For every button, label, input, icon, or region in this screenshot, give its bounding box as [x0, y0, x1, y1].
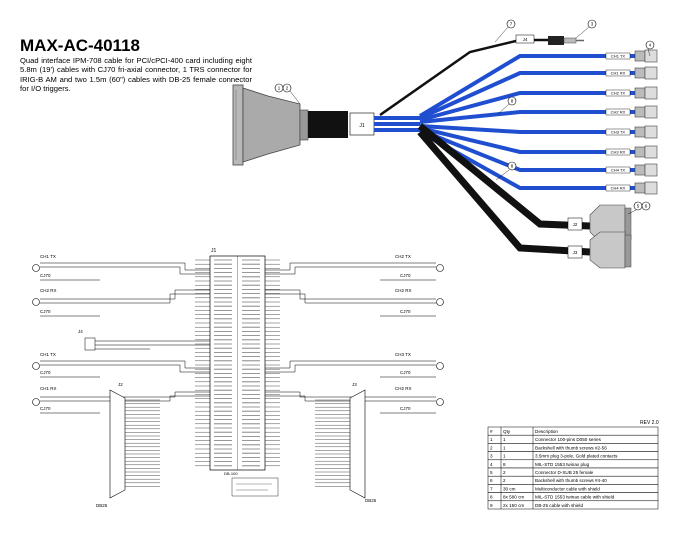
cj70-label: CJ70 — [40, 370, 51, 375]
j2-label: J2 — [118, 382, 123, 387]
bom-cell: 8 — [503, 462, 506, 467]
db25-right-label: DB25 — [365, 498, 377, 503]
channel-label: CH2 RX — [40, 288, 57, 293]
bom-header-cell: Qty — [503, 429, 511, 434]
j1-part: DB-100 — [224, 471, 238, 476]
cj70-label: CJ70 — [40, 406, 51, 411]
balloon-label: 6 — [645, 204, 648, 209]
bom-cell: MIL-STD 1553 twinax cable with shield — [535, 495, 615, 500]
cj70-label: CJ70 — [40, 309, 51, 314]
j3-db25-symbol: J3 DB25 — [315, 382, 377, 503]
bom-header-cell: # — [490, 429, 493, 434]
balloon-label: 5 — [637, 204, 640, 209]
channel-label: CH2 RX — [395, 386, 412, 391]
balloon-label: 7 — [510, 22, 513, 27]
bom-cell: 3.5mm plug 3-pole, Gold plated contacts — [535, 454, 618, 459]
cj70-label: CJ70 — [40, 273, 51, 278]
channel-label: CH1 RX — [40, 386, 57, 391]
bom-cell: 2x 150 cm — [503, 503, 524, 508]
branch-tag: CH3 RX — [611, 150, 626, 155]
j4-label: J4 — [78, 329, 83, 334]
bom-cell: 3 — [490, 454, 493, 459]
cj70-label: CJ70 — [400, 406, 411, 411]
j4-tag-text: J4 — [523, 37, 528, 42]
wiring-schematic: J1 DB-100 CH1 TX CH2 RX CH1 TX CH1 RX CH… — [32, 248, 444, 508]
note-box — [231, 477, 279, 497]
channel-label: CH3 TX — [395, 352, 411, 357]
bom-cell: Multiconductor cable with shield — [535, 486, 600, 491]
bom-cell: 1 — [503, 454, 506, 459]
bom-cell: 5 — [490, 470, 493, 475]
bom-cell: 6 — [490, 478, 493, 483]
bom-cell: 4 — [490, 462, 493, 467]
bom-cell: Backshell with thumb screws #4-40 — [535, 478, 607, 483]
j1-tag-text: J1 — [359, 123, 365, 129]
bom-cell: MIL-STD 1553 twinax plug — [535, 462, 590, 467]
cj70-label: CJ70 — [400, 370, 411, 375]
bom-cell: 2 — [503, 478, 506, 483]
db25-cables — [417, 123, 591, 256]
callout-balloons — [274, 19, 655, 211]
twinax-branches — [418, 54, 635, 190]
branch-tag: CH4 TX — [611, 168, 625, 173]
bom-cell: Connector D-SUB 25 female — [535, 470, 594, 475]
trs-cable — [379, 38, 548, 117]
branch-tag: CH1 TX — [611, 54, 625, 59]
branch-tag: CH1 RX — [611, 71, 626, 76]
balloon-label: 8 — [511, 99, 514, 104]
db100-connector — [232, 84, 309, 166]
balloon-label: 8 — [511, 164, 514, 169]
bom-cell: 2 — [490, 445, 493, 450]
cj70-label: CJ70 — [400, 273, 411, 278]
branch-tags: CH1 TX CH1 RX CH2 TX CH2 RX CH3 TX CH3 R… — [605, 52, 631, 192]
balloon-label: 2 — [286, 86, 289, 91]
cj70-label: CJ70 — [400, 309, 411, 314]
page-title: MAX-AC-40118 — [20, 36, 140, 55]
bom-cell: 1 — [490, 437, 493, 442]
db25-connectors: J2 J3 — [567, 204, 632, 269]
bom-cell: 7 — [490, 486, 493, 491]
bom-row — [487, 500, 659, 510]
j3-label: J3 — [352, 382, 357, 387]
bom-cell: 2 — [503, 470, 506, 475]
bom-cell: 9 — [490, 503, 493, 508]
branch-tag: CH2 RX — [611, 110, 626, 115]
bom-header-cell: Description — [535, 429, 558, 434]
bom-row — [487, 426, 659, 436]
branch-tag: CH2 TX — [611, 91, 625, 96]
bom-cell: 8x 580 cm — [503, 495, 524, 500]
coax-channels: CH1 TX CH2 RX CH1 TX CH1 RX CH2 TX CH2 R… — [32, 254, 444, 414]
j2-db25-symbol: J2 DB25 — [96, 382, 160, 508]
cable-drawing: J1 J4 — [232, 19, 658, 269]
db25-left-label: DB25 — [96, 503, 108, 508]
j4-trs-symbol: J4 — [78, 329, 210, 351]
channel-label: CH2 RX — [395, 288, 412, 293]
j1-label: J1 — [211, 248, 217, 254]
channel-label: CH1 TX — [40, 352, 56, 357]
product-description: Quad interface IPM-708 cable for PCI/cPC… — [20, 56, 252, 93]
balloon-label: 4 — [649, 43, 652, 48]
balloon-label: 1 — [278, 86, 281, 91]
channel-label: CH2 TX — [395, 254, 411, 259]
bom-cell: DB-25 cable with shield — [535, 503, 583, 508]
bom-cell: 8 — [490, 495, 493, 500]
bom-cell: 30 cm — [503, 486, 516, 491]
bom-table: REV 2.0 # Qty Description 1 1 Connector 100-p… — [487, 420, 659, 510]
trs-plug — [548, 36, 584, 45]
bom-cell: Connector 100-pins D050 series — [535, 437, 602, 442]
bom-cell: 1 — [503, 437, 506, 442]
branch-tag: CH3 TX — [611, 130, 625, 135]
balloon-label: 3 — [591, 22, 594, 27]
branch-tag: CH4 RX — [611, 186, 626, 191]
bom-cell: Backshell with thumb screws #2-56 — [535, 445, 607, 450]
twinax-plugs — [634, 49, 658, 195]
j3-tag-text: J3 — [573, 250, 578, 255]
main-cable-jacket — [308, 111, 348, 138]
channel-label: CH1 TX — [40, 254, 56, 259]
bom-cell: 1 — [503, 445, 506, 450]
j2-tag-text: J2 — [573, 222, 578, 227]
revision-label: REV 2.0 — [640, 420, 659, 426]
